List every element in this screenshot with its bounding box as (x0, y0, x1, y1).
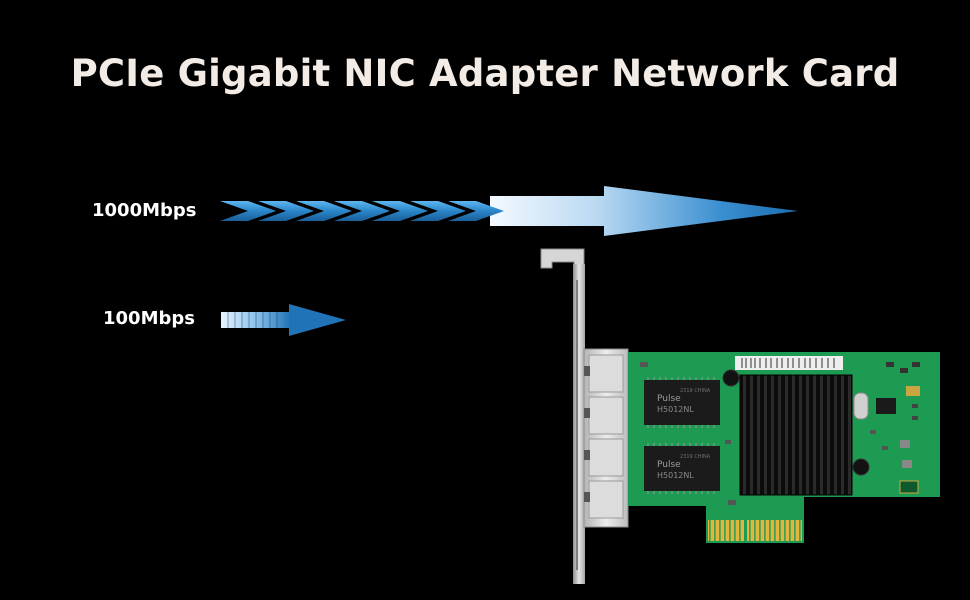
chip-2-brand: Pulse (657, 460, 681, 470)
card-bracket (540, 248, 585, 584)
chip-2-model: H5012NL (657, 471, 694, 480)
magnetics-chip-1: Pulse H5012NL 2319 CHINA (644, 377, 720, 428)
magnetics-chip-2: Pulse H5012NL 2319 CHINA (644, 443, 720, 494)
chip-1-model: H5012NL (657, 405, 694, 414)
speed-label-100: 100Mbps (103, 308, 195, 329)
rj45-port-block (583, 348, 629, 528)
arrow-1000mbps-head (490, 186, 798, 236)
heatsink-pin-1 (722, 369, 740, 387)
arrow-1000mbps-chevrons (220, 201, 504, 221)
chip-1-brand: Pulse (657, 394, 681, 404)
arrow-100mbps (221, 304, 346, 336)
pcie-gold-fingers (708, 520, 802, 541)
crystal-oscillator (853, 392, 869, 420)
smd-components (640, 362, 920, 505)
network-card: Pulse H5012NL 2319 CHINA Pulse H5012NL 2… (540, 248, 940, 584)
arrow-1000mbps (220, 186, 798, 236)
chip-1-code: 2319 CHINA (680, 388, 711, 394)
chip-2-code: 2319 CHINA (680, 454, 711, 460)
speed-label-1000: 1000Mbps (92, 200, 197, 221)
heatsink (739, 374, 853, 496)
page-title: PCIe Gigabit NIC Adapter Network Card (70, 52, 900, 95)
heatsink-pin-2 (852, 458, 870, 476)
